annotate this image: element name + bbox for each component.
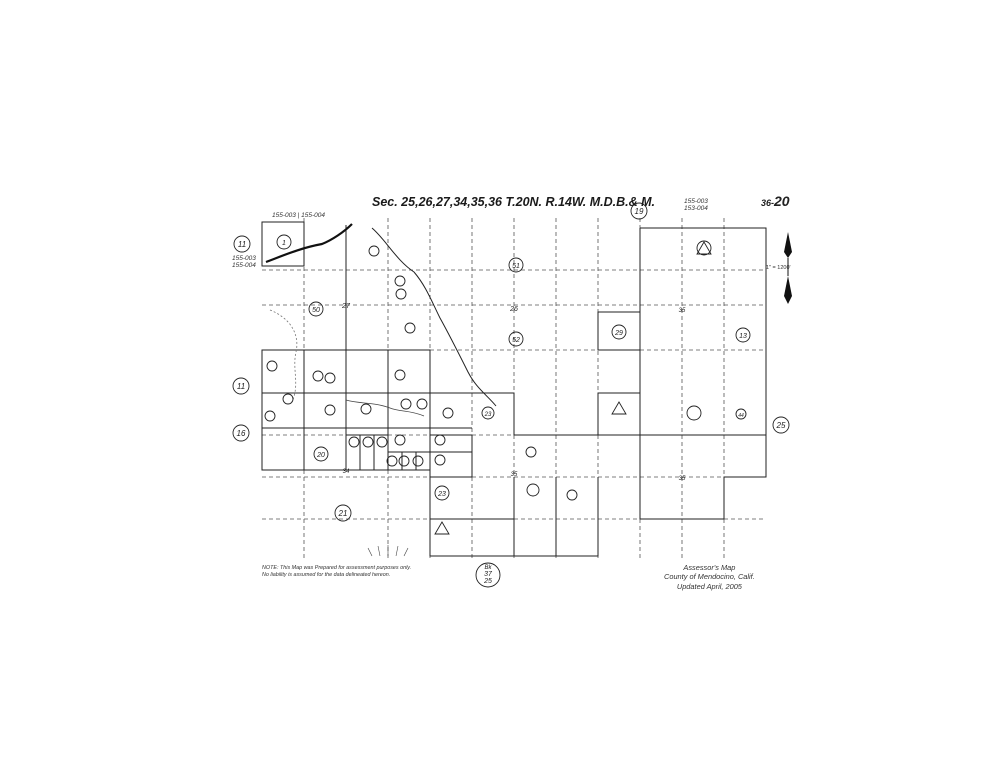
adjacent-map-11b: 11: [237, 382, 245, 391]
parcel-52: 52: [512, 337, 520, 344]
adjacent-map-21: 21: [338, 509, 348, 518]
section-34: 34: [343, 469, 350, 475]
road-line: [265, 223, 353, 264]
scale-label: 1" = 1200': [766, 265, 791, 271]
parcel-20: 20: [316, 452, 325, 459]
adjacent-map-11a: 11: [238, 240, 246, 249]
ref-top-left-2: 155-004: [301, 212, 326, 219]
ref-left: 155-003 155-004: [232, 255, 256, 270]
credit-line-2: County of Mendocino, Calif.: [664, 572, 755, 582]
credit-line-1: Assessor's Map: [683, 563, 736, 572]
book-ref-bk: Bk: [484, 565, 492, 571]
ref-top-left-1: 155-003: [272, 212, 296, 219]
ref-left-2: 155-004: [232, 262, 256, 270]
map-number-value: 20: [774, 193, 790, 209]
parcel-boundaries: [261, 221, 767, 557]
parcel-51: 51: [512, 263, 520, 270]
adjacent-map-19: 19: [635, 207, 644, 216]
parcel-1: 1: [282, 240, 286, 247]
map-title: Sec. 25,26,27,34,35,36 T.20N. R.14W. M.D…: [372, 195, 655, 209]
adjacent-map-16: 16: [237, 429, 246, 438]
note-line-1: NOTE: This Map was Prepared for assessme…: [262, 565, 412, 571]
ref-top-right-2: 153-004: [684, 205, 708, 213]
book-ref-37: 37: [484, 571, 493, 578]
parcel-29: 29: [614, 330, 623, 337]
parcel-23a: 23: [437, 491, 446, 498]
compass-rose-icon: [367, 545, 409, 557]
section-26: 26: [509, 306, 518, 313]
section-35a: 35: [679, 308, 686, 314]
parcel-50: 50: [312, 307, 320, 314]
map-labels: 19 11 11 16 25 21 Bk 37 25 1 50 51 52 20…: [237, 207, 786, 585]
river-line: [371, 227, 497, 407]
creek-line: [269, 309, 298, 403]
parcel-13: 13: [739, 333, 747, 340]
credit-line-3: Updated April, 2005: [676, 581, 742, 591]
ref-top-right-1: 155-003: [684, 198, 708, 205]
north-arrow-icon: [784, 232, 792, 304]
ref-top-left: 155-003 | 155-004: [272, 212, 326, 219]
book-ref-25: 25: [483, 578, 492, 585]
note-line-2: No liability is assumed for the data del…: [262, 572, 391, 579]
adjacent-map-circles: [232, 202, 790, 588]
section-35c: 35: [511, 472, 518, 478]
assessor-credit: Assessor's Map County of Mendocino, Cali…: [664, 563, 755, 591]
disclaimer-note: NOTE: This Map was Prepared for assessme…: [262, 565, 411, 579]
section-35b: 35: [679, 476, 686, 482]
map-number: 36-20: [761, 194, 790, 208]
parcel-44: 44: [738, 413, 744, 419]
section-27: 27: [341, 303, 351, 310]
trail-line: [345, 399, 425, 417]
map-prefix: 36-: [761, 198, 775, 208]
ref-top-right: 155-003 153-004: [684, 198, 708, 213]
adjacent-map-25: 25: [776, 421, 786, 430]
ref-left-1: 155-003: [232, 255, 256, 262]
parcel-23b: 23: [484, 412, 492, 418]
